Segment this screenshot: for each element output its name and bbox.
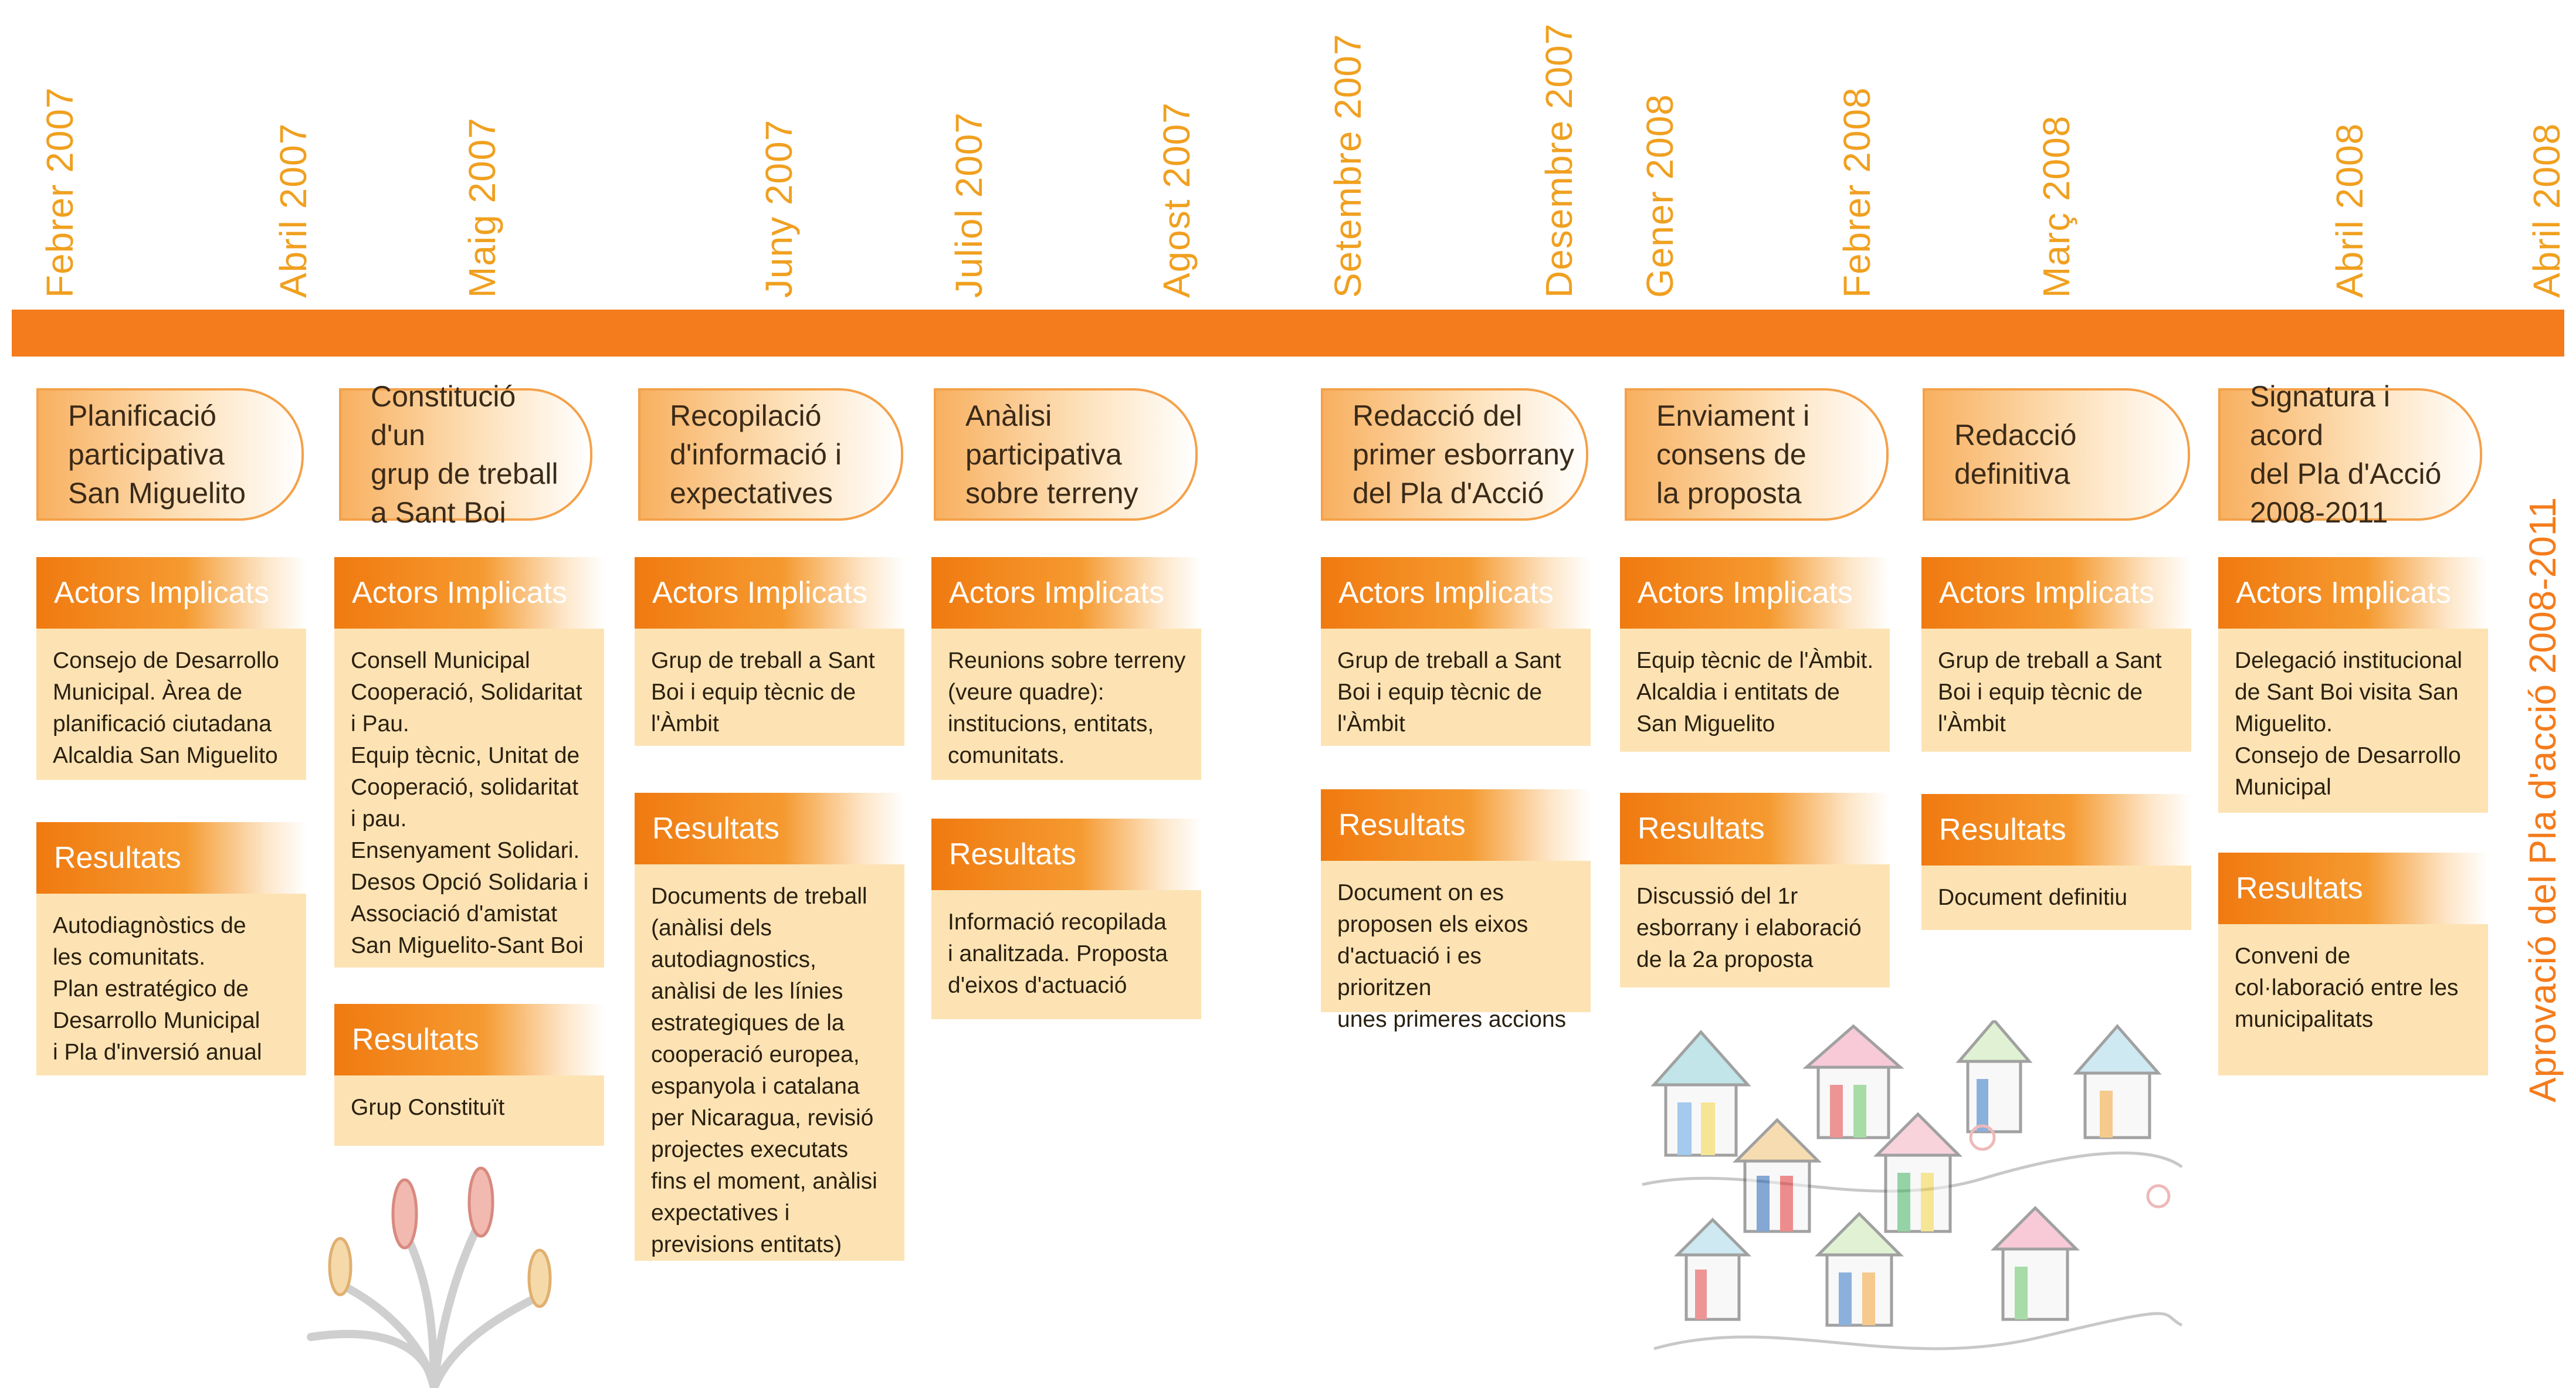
results-header: Resultats [2218, 853, 2488, 924]
month-label: Juny 2007 [758, 119, 800, 298]
results-box: Document on es proposen els eixos d'actu… [1321, 861, 1591, 1032]
approval-side-label: Aprovació del Pla d'acció 2008-2011 [2521, 497, 2564, 1102]
results-box: Grup Constituït [334, 1075, 604, 1146]
results-header: Resultats [1921, 794, 2191, 866]
results-box: Conveni de col·laboració entre les munic… [2218, 924, 2488, 1075]
month-label: Juliol 2007 [948, 112, 990, 298]
month-label: Desembre 2007 [1538, 23, 1580, 298]
actors-header: Actors Implicats [1620, 557, 1890, 629]
houses-illustration [1642, 1020, 2183, 1350]
results-header: Resultats [1321, 789, 1591, 861]
actors-box: Grup de treball a Sant Boi i equip tècni… [1321, 629, 1591, 746]
results-header: Resultats [931, 819, 1201, 890]
month-label: Abril 2008 [2526, 123, 2568, 298]
results-header: Resultats [1620, 793, 1890, 864]
results-header: Resultats [635, 793, 904, 864]
actors-header: Actors Implicats [1921, 557, 2191, 629]
results-header: Resultats [36, 822, 306, 894]
phase-title-box: Anàlisi participativa sobre terreny [934, 388, 1198, 521]
month-label: Març 2008 [2035, 115, 2077, 298]
month-label: Maig 2007 [461, 117, 503, 298]
actors-header: Actors Implicats [334, 557, 604, 629]
results-box: Documents de treball (anàlisi dels autod… [635, 864, 904, 1261]
actors-box: Delegació institucional de Sant Boi visi… [2218, 629, 2488, 813]
month-label: Agost 2007 [1155, 102, 1198, 298]
month-label: Febrer 2007 [39, 87, 81, 298]
actors-header: Actors Implicats [635, 557, 904, 629]
actors-box: Consell Municipal Cooperació, Solidarita… [334, 629, 604, 968]
actors-header: Actors Implicats [931, 557, 1201, 629]
phase-title-box: Constitució d'un grup de treball a Sant … [339, 380, 592, 529]
phase-title-box: Signatura i acord del Pla d'Acció 2008-2… [2218, 380, 2482, 529]
actors-header: Actors Implicats [1321, 557, 1591, 629]
month-label: Abril 2008 [2328, 123, 2371, 298]
phase-title-box: Enviament i consens de la proposta [1625, 388, 1889, 521]
phase-title-box: Redacció definitiva [1923, 388, 2190, 521]
results-box: Discussió del 1r esborrany i elaboració … [1620, 864, 1890, 987]
timeline-bar [12, 310, 2564, 357]
results-header: Resultats [334, 1004, 604, 1075]
plant-illustration [307, 1166, 552, 1388]
actors-header: Actors Implicats [36, 557, 306, 629]
actors-box: Consejo de Desarrollo Municipal. Àrea de… [36, 629, 306, 780]
month-label: Gener 2008 [1639, 93, 1681, 298]
phase-title-box: Redacció del primer esborrany del Pla d'… [1321, 388, 1588, 521]
actors-box: Reunions sobre terreny (veure quadre): i… [931, 629, 1201, 780]
results-box: Autodiagnòstics de les comunitats. Plan … [36, 894, 306, 1075]
actors-box: Grup de treball a Sant Boi i equip tècni… [635, 629, 904, 746]
actors-box: Grup de treball a Sant Boi i equip tècni… [1921, 629, 2191, 752]
month-label: Febrer 2008 [1836, 87, 1878, 298]
results-box: Document definitiu [1921, 866, 2191, 930]
month-label: Abril 2007 [272, 123, 314, 298]
phase-title-box: Recopilació d'informació i expectatives [638, 388, 903, 521]
results-box: Informació recopilada i analitzada. Prop… [931, 890, 1201, 1019]
phase-title-box: Planificació participativa San Miguelito [36, 388, 304, 521]
actors-box: Equip tècnic de l'Àmbit. Alcaldia i enti… [1620, 629, 1890, 752]
actors-header: Actors Implicats [2218, 557, 2488, 629]
month-label: Setembre 2007 [1327, 33, 1369, 298]
